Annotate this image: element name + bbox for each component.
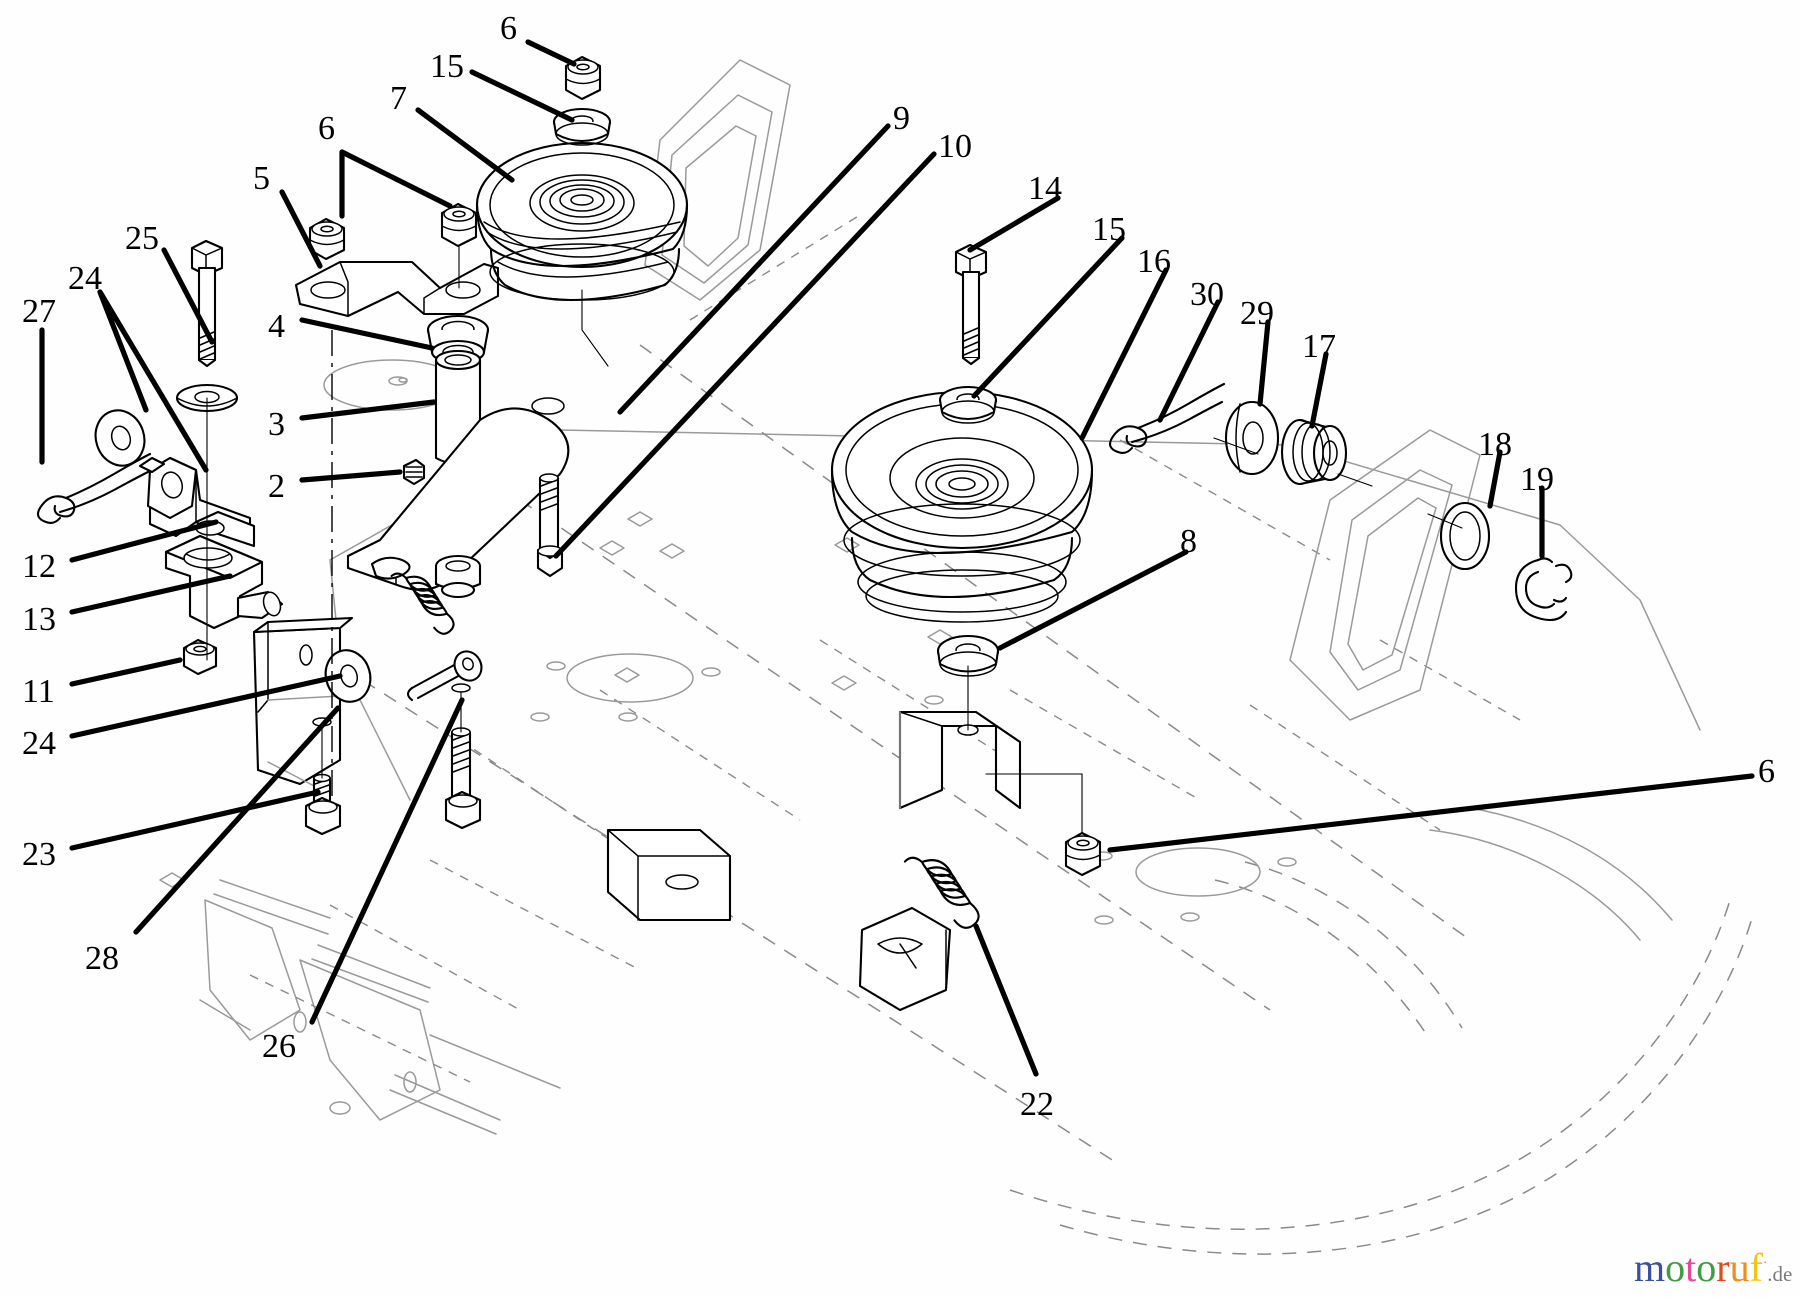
callout-12: 12	[22, 548, 56, 585]
spring-23	[390, 572, 455, 635]
callout-25: 25	[125, 220, 159, 257]
callout-27: 27	[22, 293, 56, 330]
watermark-letter: o	[1665, 1245, 1686, 1290]
nut-6-plate-left	[308, 217, 346, 261]
bolt-26	[444, 683, 482, 830]
bracket-13	[164, 534, 284, 630]
leader-lines	[39, 39, 1755, 1077]
plate-5	[294, 260, 500, 318]
callout-5: 5	[253, 160, 270, 197]
nut-6-right	[1064, 831, 1102, 877]
callout-4: 4	[268, 308, 285, 345]
washer-15-right	[938, 385, 998, 424]
bolt-14	[954, 243, 988, 366]
callout-16: 16	[1137, 243, 1171, 280]
callout-2: 2	[268, 468, 285, 505]
callout-30: 30	[1190, 276, 1224, 313]
bracket-23	[252, 616, 372, 789]
callout-24-lower: 24	[22, 725, 56, 762]
washer-29	[1224, 400, 1280, 476]
eyebolt-rod	[406, 650, 483, 702]
setscrew-2	[402, 458, 426, 486]
callout-6-top: 6	[500, 10, 517, 47]
callout-6-right: 6	[1758, 753, 1775, 790]
bolt-10	[536, 473, 564, 578]
pulley-9	[830, 390, 1094, 623]
callout-24-upper: 24	[68, 260, 102, 297]
cotter-pin-16	[1108, 382, 1226, 454]
pulley-7	[475, 141, 689, 301]
watermark-dot: ·	[1762, 1254, 1768, 1270]
callout-26: 26	[262, 1028, 296, 1065]
nut-11	[182, 638, 218, 676]
bearing-17	[1280, 418, 1348, 486]
motoruf-watermark: motoruf·.de	[1634, 1248, 1792, 1288]
callout-15-right: 15	[1092, 211, 1126, 248]
watermark-letter: t	[1685, 1245, 1697, 1290]
deck-tab-center	[606, 828, 732, 922]
nut-6-plate-right	[440, 202, 478, 248]
retaining-ring-19	[1514, 557, 1573, 622]
callout-6-left: 6	[318, 110, 335, 147]
bushing-pivot	[434, 554, 482, 599]
cotter-pin-27	[36, 452, 152, 524]
callout-7: 7	[390, 80, 407, 117]
washer-24-lower	[94, 409, 146, 467]
callout-9: 9	[893, 100, 910, 137]
callout-22: 22	[1020, 1086, 1054, 1123]
callout-3: 3	[268, 406, 285, 443]
spring-22	[858, 856, 980, 1012]
bolt-25	[190, 239, 224, 368]
watermark-suffix: .de	[1767, 1262, 1793, 1286]
callout-17: 17	[1302, 328, 1336, 365]
callout-28: 28	[85, 940, 119, 977]
callout-13: 13	[22, 601, 56, 638]
watermark-letter: m	[1634, 1245, 1666, 1290]
callout-29: 29	[1240, 295, 1274, 332]
callout-19: 19	[1520, 461, 1554, 498]
seal-18	[1439, 501, 1491, 571]
callout-23: 23	[22, 836, 56, 873]
bracket-12	[138, 456, 256, 548]
callout-8: 8	[1180, 523, 1197, 560]
carriage-bolt-28	[304, 717, 342, 836]
callout-18: 18	[1478, 426, 1512, 463]
watermark-letter: r	[1716, 1245, 1730, 1290]
watermark-letter: f	[1749, 1245, 1763, 1290]
callout-10: 10	[938, 128, 972, 165]
callout-15-top: 15	[430, 48, 464, 85]
callout-14: 14	[1028, 170, 1062, 207]
callout-11: 11	[22, 673, 55, 710]
watermark-letter: o	[1696, 1245, 1717, 1290]
washer-24-bracket	[324, 649, 372, 703]
bracket-u-channel	[898, 665, 1083, 843]
watermark-letter: u	[1729, 1245, 1750, 1290]
